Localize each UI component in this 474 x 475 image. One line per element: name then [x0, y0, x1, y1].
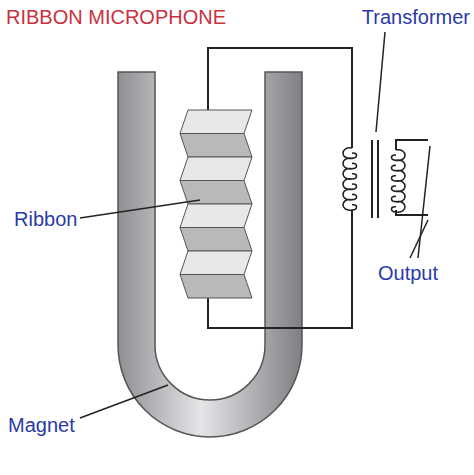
coil: [392, 150, 406, 212]
part-label: Magnet: [8, 414, 75, 436]
ribbon-pleat: [180, 157, 252, 181]
title: RIBBON MICROPHONE: [6, 6, 226, 28]
ribbon-pleat: [180, 110, 252, 134]
ribbon-pleat: [180, 181, 252, 205]
part-label: Output: [378, 262, 438, 284]
coil: [343, 148, 357, 210]
transformer-coils: [343, 148, 405, 212]
ribbon: [180, 110, 252, 298]
ribbon-pleat: [180, 134, 252, 158]
magnet: [118, 72, 302, 437]
part-label: Transformer: [362, 6, 470, 28]
transformer-core: [372, 140, 378, 218]
leader-lines: [80, 32, 430, 418]
ribbon-pleat: [180, 204, 252, 228]
ribbon-pleat: [180, 228, 252, 252]
ribbon-pleat: [180, 251, 252, 275]
ribbon-pleat: [180, 275, 252, 299]
part-label: Ribbon: [14, 208, 77, 230]
